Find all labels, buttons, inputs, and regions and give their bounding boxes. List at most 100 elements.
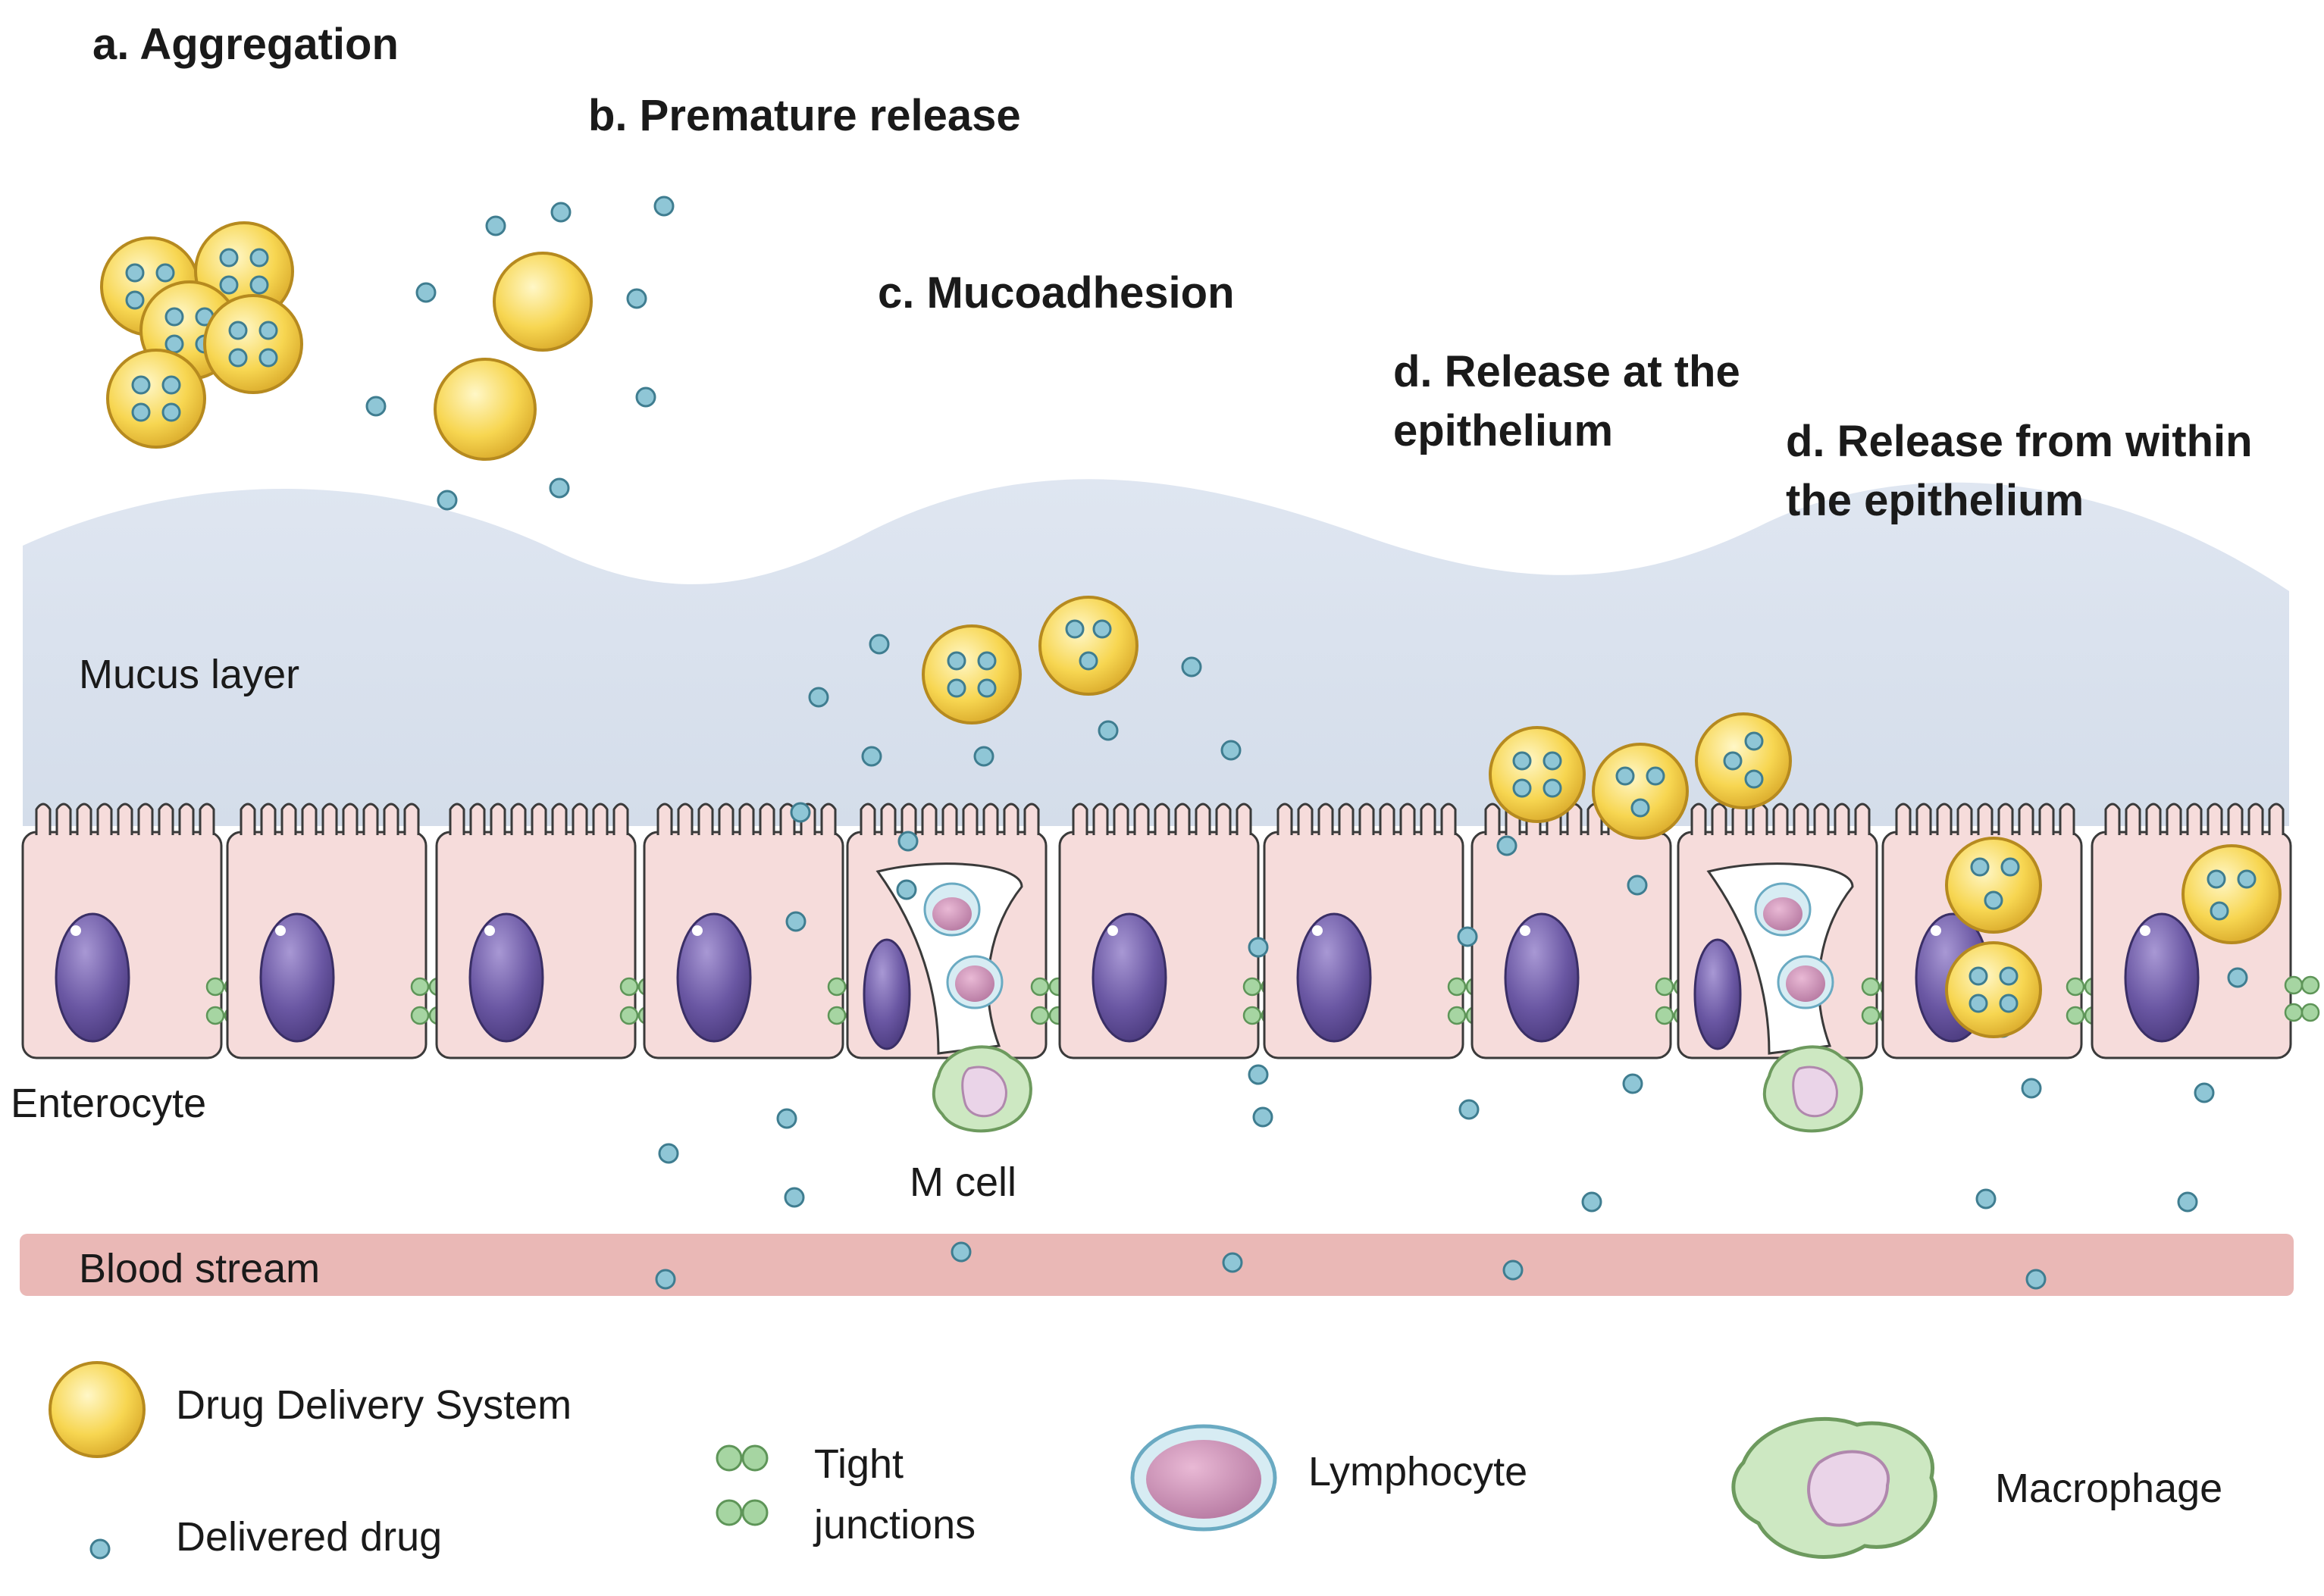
encapsulated-drug xyxy=(161,402,181,422)
microvilli xyxy=(449,803,629,835)
drug-particle xyxy=(1581,1191,1602,1213)
encapsulated-drug xyxy=(258,321,278,340)
drug-particle xyxy=(785,911,807,932)
microvilli xyxy=(1072,803,1252,835)
drug-particle xyxy=(1220,740,1242,761)
drug-particle xyxy=(1496,835,1517,856)
encapsulated-drug xyxy=(977,678,997,698)
tight-junction xyxy=(1447,1006,1467,1025)
legend-lymphocyte-label: Lymphocyte xyxy=(1308,1449,1527,1494)
drug-particle xyxy=(973,746,994,767)
encapsulated-drug xyxy=(1969,994,1988,1013)
encapsulated-drug xyxy=(1970,857,1990,877)
legend-dds-icon xyxy=(49,1361,146,1458)
encapsulated-drug xyxy=(258,348,278,368)
encapsulated-drug xyxy=(1092,619,1112,639)
microvilli xyxy=(860,803,1040,835)
tight-junction xyxy=(410,977,430,997)
macrophage-core xyxy=(961,1066,1007,1118)
tight-junction xyxy=(205,977,225,997)
encapsulated-drug xyxy=(125,263,145,283)
legend-tight-junction-label-2: junctions xyxy=(813,1502,976,1547)
encapsulated-drug xyxy=(947,678,966,698)
label-premature-release: b. Premature release xyxy=(588,91,1021,140)
nucleus-highlight xyxy=(275,925,286,936)
drug-particle xyxy=(365,396,387,417)
drug-particle xyxy=(1248,937,1269,958)
drug-particle xyxy=(1222,1252,1243,1273)
nucleus-highlight xyxy=(692,925,703,936)
cell-3 xyxy=(435,803,657,1059)
drug-particle xyxy=(658,1143,679,1164)
encapsulated-drug xyxy=(1984,890,2003,910)
nucleus-highlight xyxy=(1931,925,1941,936)
nucleus-highlight xyxy=(484,925,495,936)
tight-junction xyxy=(1861,1006,1881,1025)
drug-particle xyxy=(2021,1078,2042,1099)
drug-particle xyxy=(2025,1269,2047,1290)
encapsulated-drug xyxy=(947,651,966,671)
encapsulated-drug xyxy=(1630,798,1650,818)
microvilli xyxy=(1895,803,2075,835)
dds-release-within xyxy=(1945,941,2042,1038)
dds-release-at xyxy=(1489,726,1586,823)
legend-macrophage-icon xyxy=(1731,1416,1937,1559)
nucleus-highlight xyxy=(1312,925,1323,936)
tight-junction xyxy=(2066,1006,2085,1025)
legend: Drug Delivery System Delivered drug Tigh… xyxy=(49,1361,2222,1560)
dds-empty xyxy=(434,358,537,461)
encapsulated-drug xyxy=(1999,966,2019,986)
tight-junction xyxy=(1030,977,1050,997)
drug-particle xyxy=(790,802,811,823)
label-mucus-layer: Mucus layer xyxy=(79,652,299,697)
drug-particle xyxy=(1098,720,1119,741)
dds-aggregated xyxy=(203,294,303,394)
legend-drug-icon xyxy=(89,1538,111,1560)
tight-junction xyxy=(619,977,639,997)
drug-particle xyxy=(2177,1191,2198,1213)
cell-9 xyxy=(1677,803,1899,1133)
label-mucoadhesion: c. Mucoadhesion xyxy=(878,268,1235,318)
encapsulated-drug xyxy=(219,275,239,295)
label-enterocyte: Enterocyte xyxy=(11,1081,206,1126)
label-aggregation: a. Aggregation xyxy=(92,20,399,69)
drug-particle xyxy=(626,288,647,309)
drug-particle xyxy=(415,282,437,303)
encapsulated-drug xyxy=(1079,651,1098,671)
drug-particle xyxy=(1457,926,1478,947)
tight-junction xyxy=(619,1006,639,1025)
drug-particle xyxy=(1975,1188,1997,1210)
encapsulated-drug xyxy=(1999,994,2019,1013)
drug-particle xyxy=(1622,1073,1643,1094)
legend-lymphocyte-icon xyxy=(1130,1424,1277,1532)
nucleus xyxy=(1693,938,1742,1050)
dds-empty xyxy=(493,252,593,352)
microvilli xyxy=(35,803,215,835)
drug-particle xyxy=(549,477,570,499)
tight-junction xyxy=(2301,975,2320,995)
drug-particle xyxy=(1502,1260,1524,1281)
encapsulated-drug xyxy=(1744,769,1764,789)
label-release-within-2: the epithelium xyxy=(1786,476,2084,525)
tight-junction xyxy=(827,977,847,997)
nucleus xyxy=(1296,912,1372,1043)
tight-junction xyxy=(2284,1003,2304,1022)
cell-2 xyxy=(226,803,448,1059)
tight-junction xyxy=(2301,1003,2320,1022)
label-blood-stream: Blood stream xyxy=(79,1246,320,1291)
encapsulated-drug xyxy=(164,307,184,327)
nucleus xyxy=(1092,912,1167,1043)
microvilli xyxy=(240,803,420,835)
microvilli xyxy=(2104,803,2285,835)
dds-mucoadhesion xyxy=(1038,596,1139,696)
nucleus xyxy=(2124,912,2200,1043)
drug-particle xyxy=(655,1269,676,1290)
label-release-at-epithelium-1: d. Release at the xyxy=(1393,347,1740,396)
lymphocyte-core xyxy=(1786,965,1825,1002)
encapsulated-drug xyxy=(1646,766,1665,786)
drug-particle xyxy=(869,634,890,655)
dds-mucoadhesion xyxy=(922,624,1022,724)
encapsulated-drug xyxy=(1543,778,1562,798)
drug-particle xyxy=(635,386,656,408)
